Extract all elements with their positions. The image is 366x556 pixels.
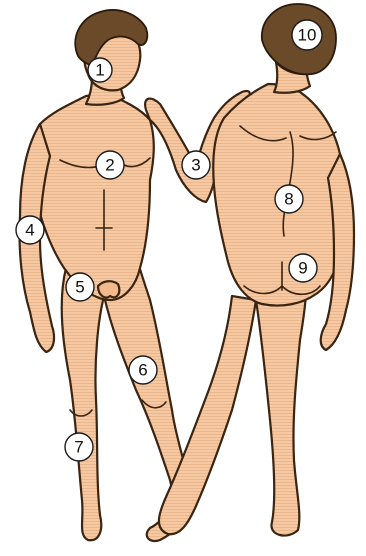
marker-9: 9 [289,254,317,282]
marker-5-label: 5 [75,278,84,297]
marker-1-label: 1 [95,61,104,80]
back-right-leg [256,290,306,536]
marker-5: 5 [66,273,94,301]
marker-2: 2 [96,151,124,179]
marker-3-label: 3 [191,156,200,175]
front-groin [98,281,119,297]
marker-1: 1 [88,58,112,82]
marker-8-label: 8 [284,190,293,209]
back-figure [159,4,354,536]
front-figure [19,10,249,541]
marker-2-label: 2 [105,156,114,175]
marker-10-label: 10 [298,26,317,45]
marker-8: 8 [275,185,303,213]
marker-9-label: 9 [298,259,307,278]
marker-6: 6 [129,356,157,384]
marker-4: 4 [16,216,44,244]
front-left-leg [62,268,104,540]
marker-6-label: 6 [138,361,147,380]
front-torso [32,94,154,300]
marker-10: 10 [292,20,322,50]
marker-4-label: 4 [25,221,34,240]
marker-7: 7 [65,433,93,461]
marker-3: 3 [182,151,210,179]
marker-7-label: 7 [74,438,83,457]
